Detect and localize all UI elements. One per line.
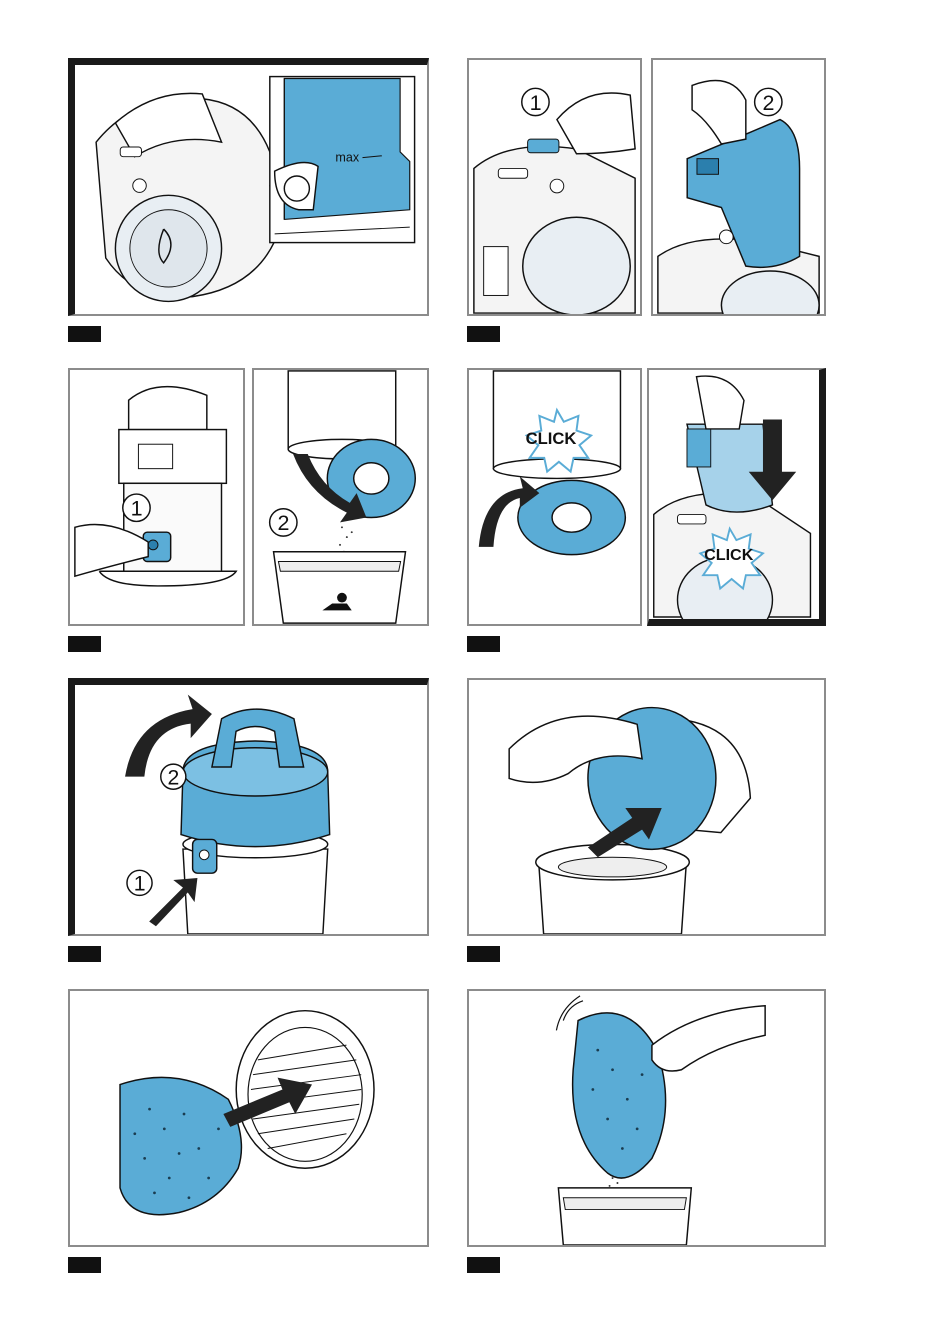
click-label: CLICK bbox=[526, 429, 577, 448]
press-release-button-illustration: 1 bbox=[469, 60, 640, 314]
unlock-and-open-lid-illustration: 2 1 bbox=[75, 685, 427, 934]
lift-dust-container-illustration: 2 bbox=[653, 60, 824, 314]
figure-1-dust-level-panel: max bbox=[68, 58, 429, 316]
open-bottom-flap-illustration: 1 bbox=[70, 370, 243, 624]
figure-2b-lift-container-panel: 2 bbox=[651, 58, 826, 316]
max-level-label: max bbox=[335, 151, 359, 165]
step-marker-tab bbox=[68, 636, 101, 652]
step-marker-tab bbox=[467, 1257, 500, 1273]
step-marker-tab bbox=[68, 326, 101, 342]
figure-4b-reinsert-container-panel: CLICK bbox=[647, 368, 826, 626]
step-marker-tab bbox=[68, 1257, 101, 1273]
separate-filter-pad-illustration bbox=[70, 991, 427, 1245]
tap-out-filter-over-bin-illustration bbox=[469, 991, 824, 1245]
figure-5-open-lid-panel: 2 1 bbox=[68, 678, 429, 936]
reinsert-container-click-illustration: CLICK bbox=[649, 370, 819, 619]
close-bottom-flap-click-illustration: CLICK bbox=[469, 370, 640, 624]
figure-7-separate-filter-panel bbox=[68, 989, 429, 1247]
callout-1: 1 bbox=[134, 873, 146, 896]
vacuum-max-level-illustration: max bbox=[75, 65, 427, 314]
callout-1: 1 bbox=[530, 91, 542, 115]
step-marker-tab bbox=[467, 946, 500, 962]
step-marker-tab bbox=[467, 326, 500, 342]
callout-2: 2 bbox=[277, 511, 289, 535]
figure-8-tap-filter-panel bbox=[467, 989, 826, 1247]
remove-filter-from-lid-illustration bbox=[469, 680, 824, 934]
step-marker-tab bbox=[68, 946, 101, 962]
empty-dust-into-bin-illustration: 2 bbox=[254, 370, 427, 624]
figure-3b-empty-dust-panel: 2 bbox=[252, 368, 429, 626]
callout-2: 2 bbox=[762, 91, 774, 115]
callout-1: 1 bbox=[131, 497, 143, 521]
figure-4a-close-flap-panel: CLICK bbox=[467, 368, 642, 626]
figure-2a-release-button-panel: 1 bbox=[467, 58, 642, 316]
figure-3a-open-flap-panel: 1 bbox=[68, 368, 245, 626]
step-marker-tab bbox=[467, 636, 500, 652]
figure-6-remove-filter-panel bbox=[467, 678, 826, 936]
click-label: CLICK bbox=[704, 546, 754, 564]
callout-2: 2 bbox=[168, 766, 180, 789]
